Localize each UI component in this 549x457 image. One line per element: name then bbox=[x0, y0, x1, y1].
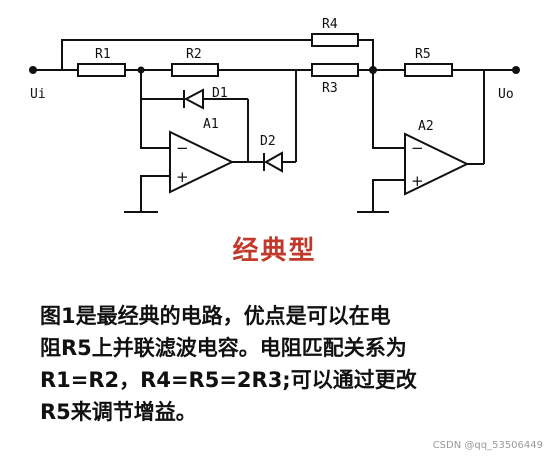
resistor-r1 bbox=[77, 63, 126, 77]
circuit-wires bbox=[33, 39, 516, 213]
label-a2: A2 bbox=[418, 119, 434, 134]
label-a1: A1 bbox=[203, 117, 219, 132]
opamp-a2 bbox=[404, 132, 470, 196]
label-r3: R3 bbox=[322, 81, 338, 96]
resistor-r4 bbox=[311, 33, 359, 47]
resistor-r5 bbox=[404, 63, 453, 77]
label-r1: R1 bbox=[95, 47, 111, 62]
junction-r3-r4 bbox=[369, 66, 377, 74]
description-text: 图1是最经典的电路，优点是可以在电 阻R5上并联滤波电容。电阻匹配关系为 R1=… bbox=[40, 300, 540, 428]
description-line: R1=R2，R4=R5=2R3;可以通过更改 bbox=[40, 368, 417, 392]
label-r2: R2 bbox=[186, 47, 202, 62]
label-r4: R4 bbox=[322, 17, 338, 32]
label-d1: D1 bbox=[212, 86, 228, 101]
description-line: 图1是最经典的电路，优点是可以在电 bbox=[40, 304, 391, 328]
description-line: R5来调节增益。 bbox=[40, 400, 197, 424]
watermark: CSDN @qq_53506449 bbox=[432, 440, 543, 451]
label-d2: D2 bbox=[260, 134, 276, 149]
opamp-a1-plus: + bbox=[176, 168, 189, 186]
resistor-r3 bbox=[311, 63, 359, 77]
description-line: 阻R5上并联滤波电容。电阻匹配关系为 bbox=[40, 336, 407, 360]
label-ui: Ui bbox=[30, 87, 46, 102]
opamp-a2-plus: + bbox=[411, 172, 424, 190]
diode-d2 bbox=[263, 151, 283, 173]
input-terminal bbox=[29, 66, 37, 74]
label-uo: Uo bbox=[498, 87, 514, 102]
resistor-r2 bbox=[171, 63, 219, 77]
circuit-type-title: 经典型 bbox=[232, 236, 317, 266]
label-r5: R5 bbox=[415, 47, 431, 62]
output-terminal bbox=[512, 66, 520, 74]
opamp-a1-minus: − bbox=[176, 139, 189, 157]
diode-d1 bbox=[183, 88, 204, 110]
junction-r1-r2 bbox=[137, 66, 145, 74]
circuit-diagram: − + − + R1 R2 R4 R3 R5 D1 D2 A1 A2 Ui Uo bbox=[29, 17, 520, 213]
junction-dots bbox=[29, 66, 520, 74]
opamp-a1 bbox=[169, 130, 235, 194]
opamp-a2-minus: − bbox=[411, 139, 424, 157]
